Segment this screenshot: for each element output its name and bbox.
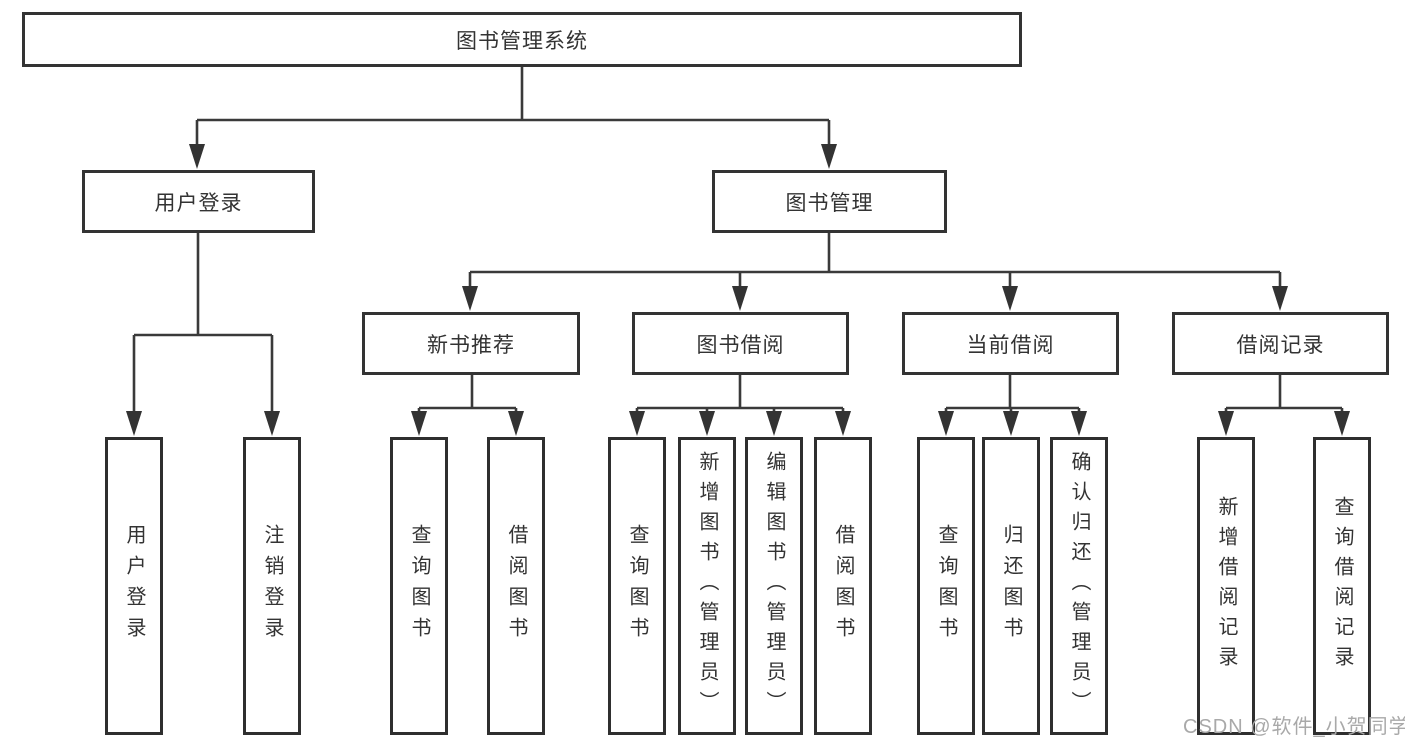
leaf-add-borrow-record-label: 新增借阅记录 [1215,496,1237,676]
leaf-add-books-admin: 新增图书（管理员） [678,437,736,735]
node-user-login: 用户登录 [82,170,315,233]
leaf-add-books-admin-label: 新增图书（管理员） [696,451,718,721]
leaf-query-borrow-record-label: 查询借阅记录 [1331,496,1353,676]
arrowheads [126,144,1350,436]
node-borrow-records: 借阅记录 [1172,312,1389,375]
leaf-return-books: 归还图书 [982,437,1040,735]
node-current-borrow: 当前借阅 [902,312,1119,375]
node-root-label: 图书管理系统 [456,29,588,53]
node-root: 图书管理系统 [22,12,1022,67]
leaf-edit-books-admin: 编辑图书（管理员） [745,437,803,735]
leaf-query-books-3: 查询图书 [917,437,975,735]
node-borrow-records-label: 借阅记录 [1236,333,1325,357]
node-book-borrow-label: 图书借阅 [696,333,785,357]
leaf-query-borrow-record: 查询借阅记录 [1313,437,1371,735]
leaf-add-borrow-record: 新增借阅记录 [1197,437,1255,735]
leaf-query-books-2: 查询图书 [608,437,666,735]
node-new-book-recommend-label: 新书推荐 [427,333,515,357]
leaf-user-login: 用户登录 [105,437,163,735]
leaf-logout: 注销登录 [243,437,301,735]
leaf-return-books-label: 归还图书 [1000,524,1022,648]
leaf-confirm-return-admin-label: 确认归还（管理员） [1068,451,1090,721]
leaf-borrow-books-1: 借阅图书 [487,437,545,735]
leaf-query-books-2-label: 查询图书 [626,524,648,648]
node-book-management: 图书管理 [712,170,947,233]
node-user-login-label: 用户登录 [154,191,243,215]
leaf-logout-label: 注销登录 [261,524,283,648]
watermark: CSDN @软件_小贺同学 [1183,716,1405,738]
node-current-borrow-label: 当前借阅 [966,333,1055,357]
leaf-borrow-books-1-label: 借阅图书 [505,524,527,648]
leaf-query-books-3-label: 查询图书 [935,524,957,648]
node-new-book-recommend: 新书推荐 [362,312,580,375]
leaf-query-books-1: 查询图书 [390,437,448,735]
leaf-borrow-books-2-label: 借阅图书 [832,524,854,648]
leaf-edit-books-admin-label: 编辑图书（管理员） [763,451,785,721]
node-book-management-label: 图书管理 [785,191,874,215]
node-book-borrow: 图书借阅 [632,312,849,375]
leaf-query-books-1-label: 查询图书 [408,524,430,648]
leaf-borrow-books-2: 借阅图书 [814,437,872,735]
leaf-confirm-return-admin: 确认归还（管理员） [1050,437,1108,735]
leaf-user-login-label: 用户登录 [123,524,145,648]
